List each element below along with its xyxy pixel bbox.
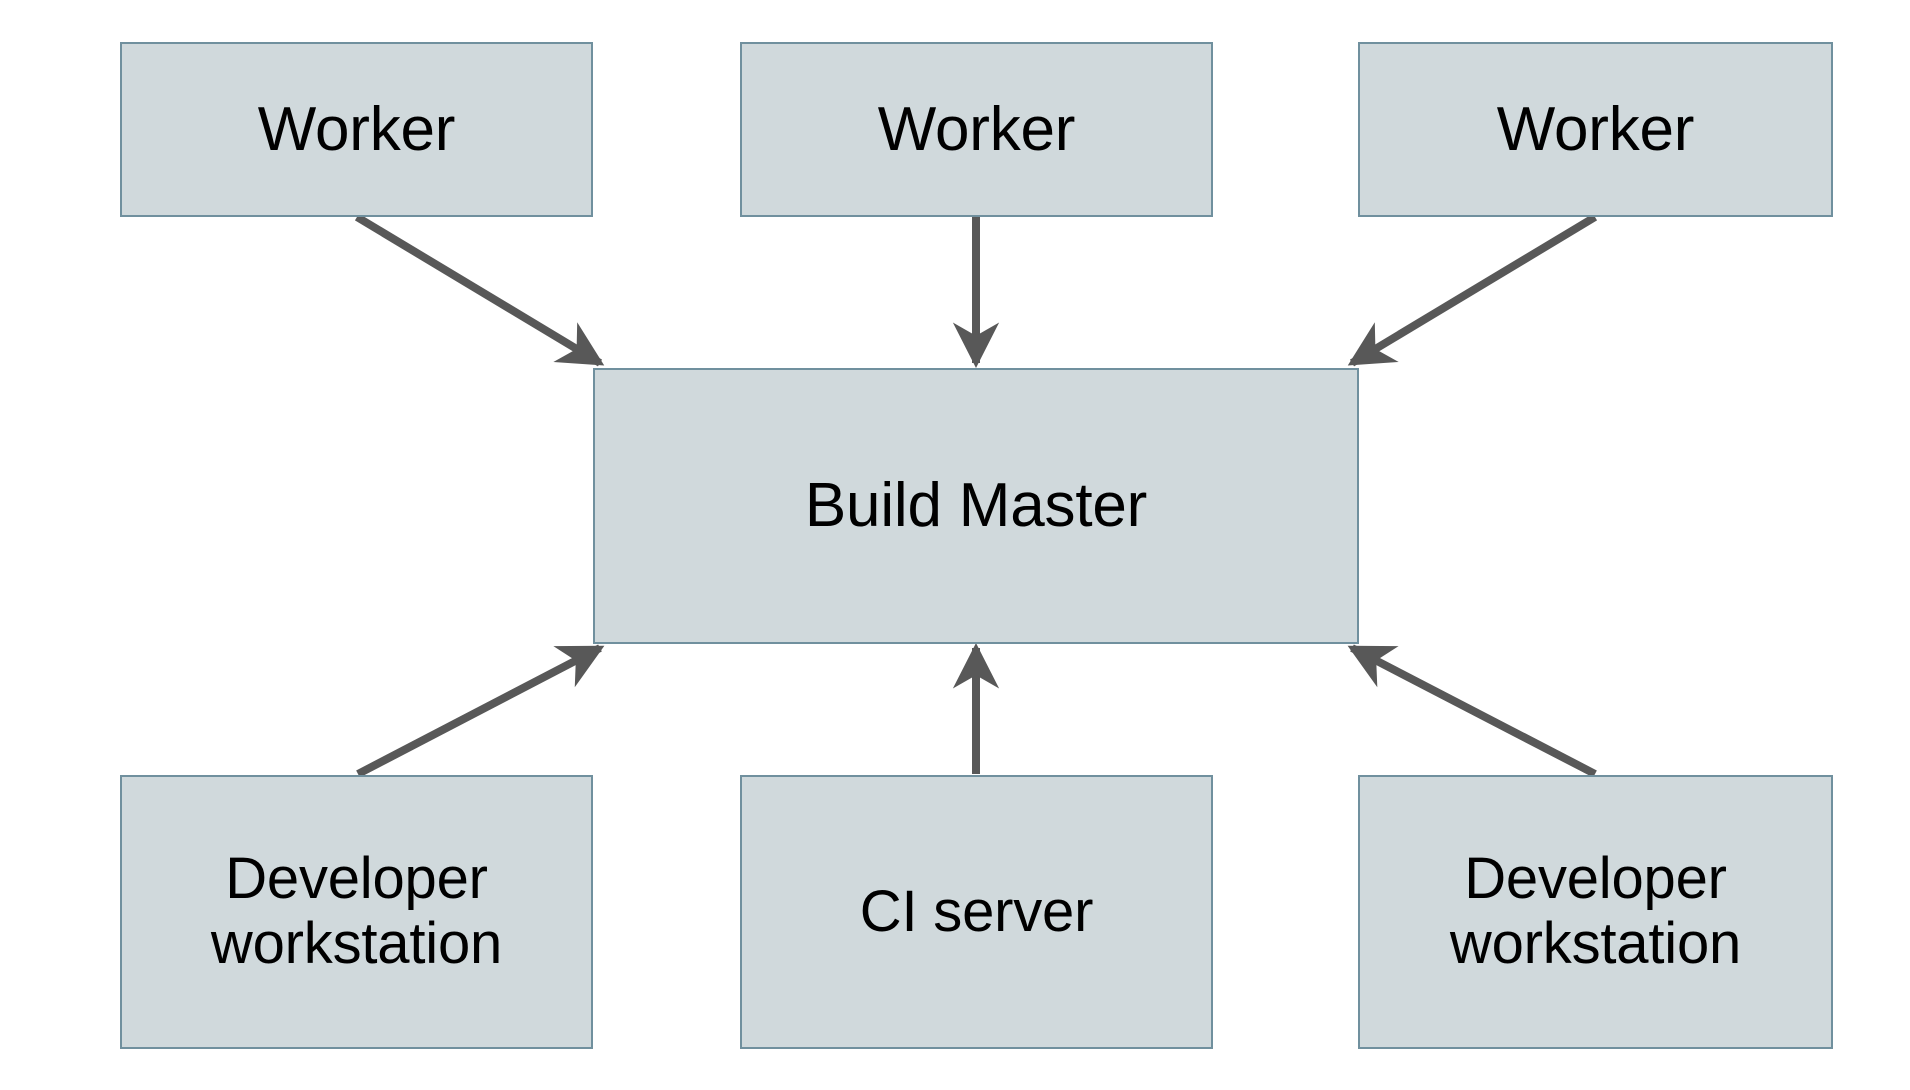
node-worker-3-label: Worker bbox=[1496, 94, 1695, 164]
node-developer-workstation-left[interactable]: Developer workstation bbox=[120, 775, 593, 1049]
node-ci-server-label: CI server bbox=[859, 878, 1094, 944]
node-worker-2[interactable]: Worker bbox=[740, 42, 1213, 217]
node-worker-3[interactable]: Worker bbox=[1358, 42, 1833, 217]
node-worker-2-label: Worker bbox=[877, 94, 1076, 164]
node-worker-1-label: Worker bbox=[257, 94, 456, 164]
node-worker-1[interactable]: Worker bbox=[120, 42, 593, 217]
node-developer-workstation-right-label: Developer workstation bbox=[1449, 846, 1742, 976]
node-ci-server[interactable]: CI server bbox=[740, 775, 1213, 1049]
edge-devws-right-to-master bbox=[1347, 644, 1597, 778]
edge-worker1-to-master bbox=[354, 213, 605, 367]
node-build-master-label: Build Master bbox=[804, 471, 1148, 541]
edge-devws-left-to-master bbox=[356, 644, 605, 778]
edge-worker3-to-master bbox=[1347, 213, 1598, 367]
node-developer-workstation-left-label: Developer workstation bbox=[210, 846, 503, 976]
node-build-master[interactable]: Build Master bbox=[593, 368, 1359, 644]
node-developer-workstation-right[interactable]: Developer workstation bbox=[1358, 775, 1833, 1049]
